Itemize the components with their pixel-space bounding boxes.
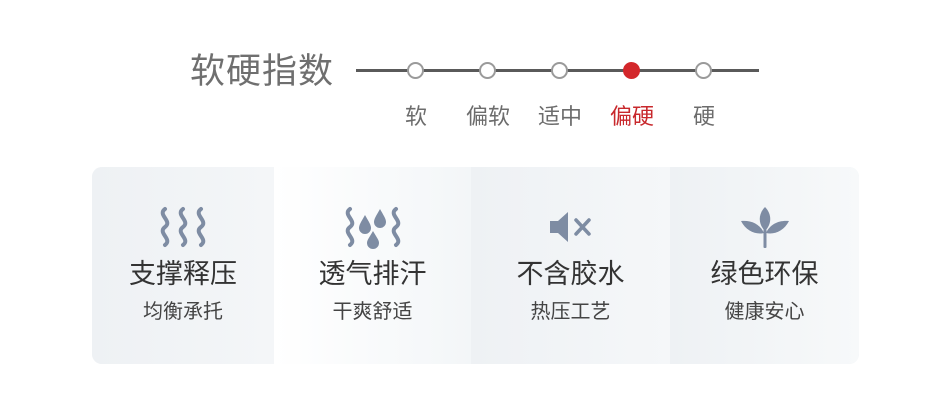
firmness-label-medium-firm: 偏硬: [609, 105, 654, 130]
firmness-label-medium-soft: 偏软: [465, 105, 510, 130]
feature-tile-eco: 绿色环保 健康安心: [670, 167, 859, 364]
feature-title: 不含胶水: [516, 259, 625, 290]
feature-subtitle: 干爽舒适: [332, 299, 413, 323]
leaf-icon: [670, 205, 859, 249]
feature-tile-breathable: 透气排汗 干爽舒适: [274, 167, 471, 364]
feature-subtitle: 热压工艺: [530, 299, 611, 323]
firmness-label-medium: 适中: [537, 105, 582, 130]
feature-subtitle: 均衡承托: [143, 299, 223, 323]
feature-title: 支撑释压: [129, 259, 237, 290]
firmness-dot-soft: [407, 62, 424, 79]
feature-panel: 支撑释压 均衡承托 透气排汗 干爽舒适: [92, 167, 859, 364]
feature-title: 透气排汗: [318, 259, 427, 290]
firmness-dot-medium-soft: [479, 62, 496, 79]
firmness-dot-firm: [695, 62, 712, 79]
heat-waves-icon: [92, 205, 274, 249]
feature-tile-support: 支撑释压 均衡承托: [92, 167, 274, 364]
moisture-drops-icon: [274, 205, 471, 249]
firmness-dot-medium-firm: [623, 62, 640, 79]
feature-tile-no-glue: 不含胶水 热压工艺: [471, 167, 670, 364]
firmness-title: 软硬指数: [190, 52, 335, 92]
firmness-label-soft: 软: [404, 105, 427, 130]
firmness-label-firm: 硬: [692, 105, 715, 130]
feature-title: 绿色环保: [710, 259, 819, 290]
firmness-dot-medium: [551, 62, 568, 79]
feature-subtitle: 健康安心: [724, 299, 805, 323]
speaker-muted-icon: [471, 205, 670, 249]
